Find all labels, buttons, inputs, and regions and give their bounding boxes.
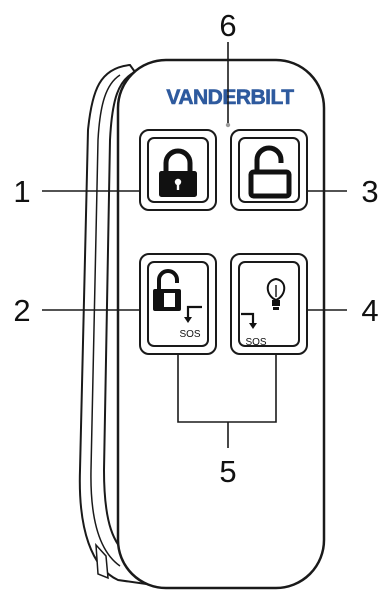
button-lock[interactable] bbox=[139, 129, 217, 211]
lock-partial-icon bbox=[153, 269, 181, 311]
callout-4: 4 bbox=[361, 293, 378, 328]
fob-side-groove bbox=[90, 74, 121, 567]
callout-3: 3 bbox=[361, 174, 378, 209]
button-2-sos-label: SOS bbox=[179, 329, 200, 340]
lock-closed-icon bbox=[159, 148, 197, 197]
sos-arrow-icon bbox=[241, 312, 257, 329]
callout-5-bracket bbox=[177, 354, 277, 448]
status-led bbox=[225, 122, 231, 128]
button-unlock[interactable] bbox=[230, 129, 308, 211]
callout-6: 6 bbox=[219, 8, 236, 43]
button-partial-set[interactable]: SOS bbox=[139, 253, 217, 355]
lightbulb-icon bbox=[266, 277, 286, 310]
sos-arrow-icon bbox=[184, 305, 202, 323]
callout-1: 1 bbox=[13, 174, 30, 209]
brand-logo: VANDERBILT bbox=[166, 86, 294, 109]
fob-bottom-clip bbox=[95, 542, 109, 580]
callout-2: 2 bbox=[13, 293, 30, 328]
callout-5: 5 bbox=[219, 454, 236, 489]
button-light[interactable]: SOS bbox=[230, 253, 308, 355]
button-4-sos-label: SOS bbox=[245, 337, 266, 348]
lock-open-icon bbox=[248, 145, 292, 199]
